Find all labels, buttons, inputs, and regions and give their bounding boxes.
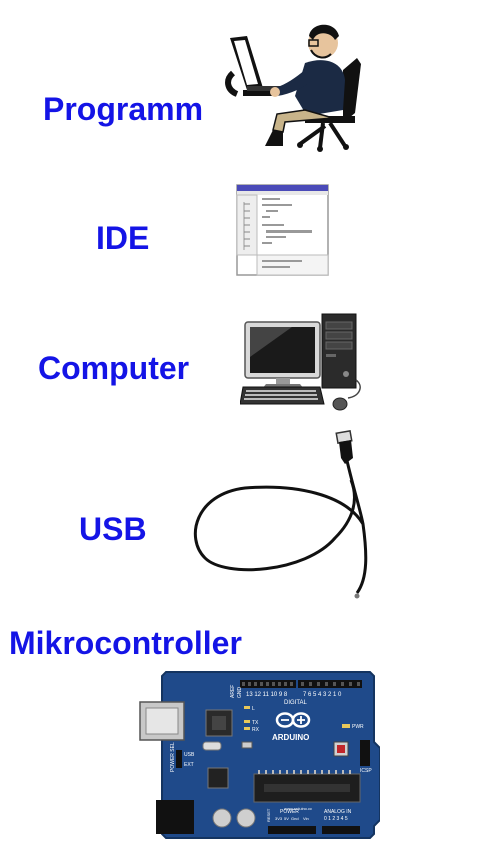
board-digital-pins: 7 6 5 4 3 2 1 0 [303, 692, 342, 698]
board-power-label: POWER [280, 809, 299, 815]
board-digital-pins-hi: 13 12 11 10 9 8 [246, 692, 288, 698]
arduino-board-icon: AREF GND 13 12 11 10 9 8 7 6 5 4 3 2 1 0… [139, 671, 380, 839]
board-logo-text: ARDUINO [272, 733, 309, 742]
board-usb-label: USB [184, 752, 195, 758]
board-tx-label: TX [252, 720, 259, 726]
board-pwr-label: PWR [352, 724, 364, 730]
board-rx-label: RX [252, 727, 260, 733]
board-power-sel: POWER SEL [170, 742, 176, 772]
board-ext-label: EXT [184, 762, 194, 768]
label-programm: Programm [43, 91, 204, 127]
board-digital-label: DIGITAL [284, 700, 308, 706]
label-ide: IDE [96, 220, 150, 256]
desktop-computer-icon [240, 313, 361, 411]
board-analog-label: ANALOG IN [324, 809, 352, 815]
usb-cable-icon [193, 429, 368, 599]
board-5v-label: 5V [284, 816, 289, 821]
ide-window-icon [236, 184, 329, 276]
arduino-logo-icon [275, 712, 311, 728]
board-gnd2-label: Gnd [291, 816, 299, 821]
label-usb: USB [79, 511, 147, 547]
programmer-icon [225, 24, 361, 152]
label-computer: Computer [38, 350, 190, 386]
board-reset-label: RESET [266, 808, 271, 822]
board-vin-label: Vin [303, 816, 309, 821]
board-gnd: GND [237, 687, 243, 699]
label-mikrocontroller: Mikrocontroller [9, 625, 242, 661]
board-3v3-label: 3V3 [275, 816, 283, 821]
board-analog-pins: 0 1 2 3 4 5 [324, 816, 348, 822]
board-website: www.arduino.cc [284, 806, 312, 811]
board-icsp-label: ICSP [360, 768, 372, 774]
board-l-label: L [252, 706, 255, 712]
board-aref: AREF [230, 685, 236, 698]
